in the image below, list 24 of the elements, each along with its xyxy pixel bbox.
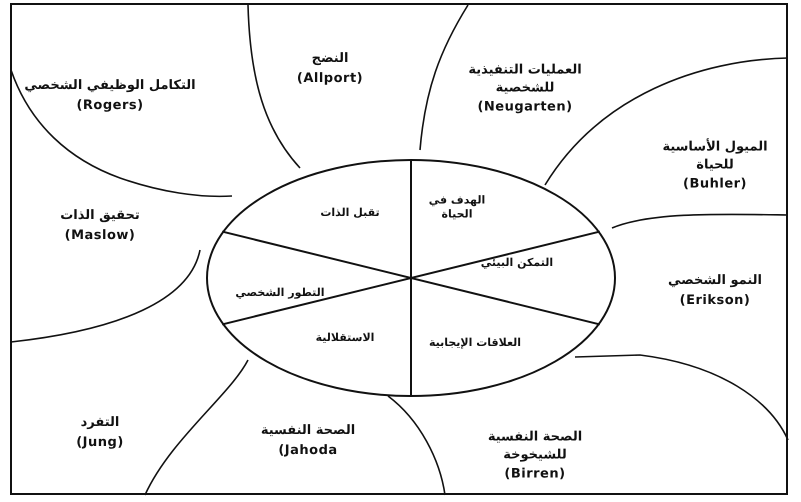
concept-label: الصحة النفسية للشيخوخة [486,428,584,464]
segment-label: تقبل الذات [319,206,381,220]
concept-label: تحقيق الذات [60,207,140,225]
theorist-name: (Maslow) [64,228,136,243]
concept-label: الصحة النفسية [260,422,356,440]
segment-label: التطور الشخصي [235,286,325,300]
concept-label: الميول الأساسية للحياة [661,138,769,174]
theorist-name: (Erikson) [680,292,750,308]
theorist-name: (Jahoda [278,442,338,458]
concept-label: النضج [312,50,348,68]
theorist-name: (Jung) [76,434,124,450]
concept-label: التكامل الوظيفي الشخصي [24,77,196,95]
concept-label: التفرد [80,414,120,432]
segment-label: العلاقات الإيجابية [428,336,522,350]
theorist-name: (Rogers) [76,98,144,113]
segment-label: الهدف في الحياة [428,194,486,222]
theorist-name: (Buhler) [683,176,747,192]
concept-label: العمليات التنفيذية للشخصية [467,61,583,97]
segment-label: التمكن البيئي [480,256,554,270]
theorist-name: (Allport) [296,70,364,86]
theorist-name: (Neugarten) [477,100,573,115]
concept-label: النمو الشخصي [668,272,762,290]
segment-label: الاستقلالية [314,330,376,346]
theorist-name: (Birren) [504,466,566,482]
